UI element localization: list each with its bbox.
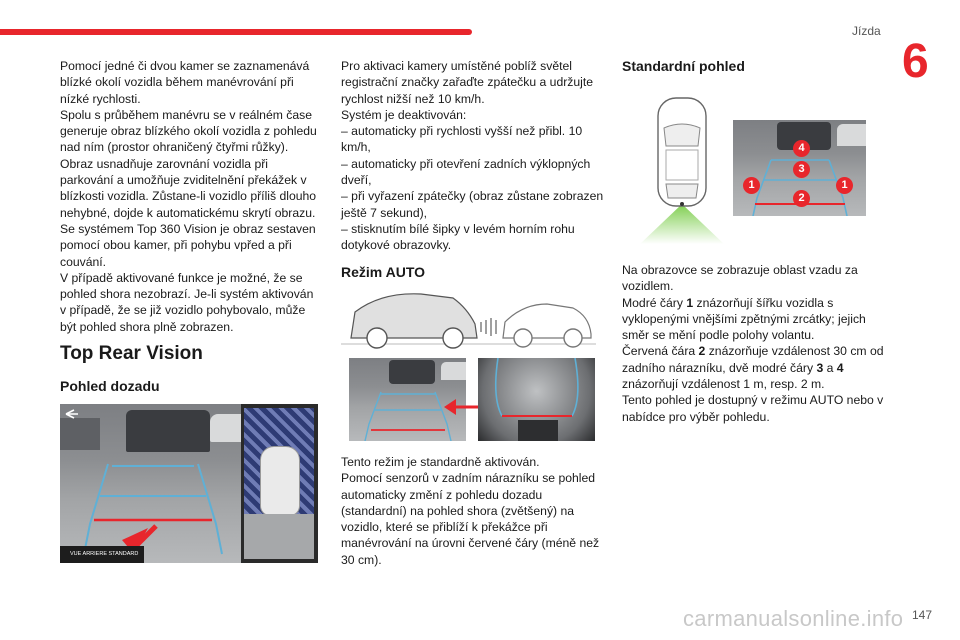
- parked-car: [441, 362, 466, 380]
- guide-lines: [65, 409, 223, 555]
- auto-mode-car-illustration: [341, 293, 596, 349]
- marker-1-left: 1: [743, 177, 760, 194]
- top-view-panel: [244, 408, 314, 559]
- top-accent-bar: [0, 29, 472, 35]
- parked-car: [389, 360, 435, 384]
- back-arrow-icon: [65, 409, 78, 419]
- view-mode-label: VUE ARRIERE STANDARD: [60, 546, 144, 563]
- column-2: Pro aktivaci kamery umístěné poblíž svět…: [341, 58, 609, 254]
- car-top-icon: [260, 446, 300, 516]
- rear-ground-area: [244, 514, 314, 559]
- rear-view-screen-image: VUE ARRIERE STANDARD: [60, 404, 318, 563]
- parked-car: [210, 414, 241, 442]
- guide-lines: [364, 391, 452, 441]
- paragraph: Pro aktivaci kamery umístěné poblíž svět…: [341, 59, 594, 106]
- car-top-view-illustration: [640, 97, 724, 244]
- marker-3: 3: [793, 161, 810, 178]
- paragraph: Tento pohled je dostupný v režimu AUTO n…: [622, 393, 884, 424]
- guide-lines: [494, 358, 579, 441]
- paragraph: Se systémem Top 360 Vision je obraz sest…: [60, 221, 316, 269]
- list-item: – automaticky při otevření zadních výklo…: [341, 156, 591, 188]
- paragraph: Pomocí senzorů v zadním nárazníku se poh…: [341, 471, 600, 567]
- paragraph: Červená čára 2 znázorňuje vzdálenost 30 …: [622, 344, 884, 392]
- camera-view: [60, 404, 241, 563]
- paragraph: Spolu s průběhem manévru se v reálném ča…: [60, 107, 317, 155]
- list-item: – při vyřazení zpátečky (obraz zůstane z…: [341, 189, 604, 220]
- paragraph: Tento režim je standardně aktivován.: [341, 455, 540, 469]
- parked-car: [126, 410, 210, 452]
- standard-view-image: 4 3 1 1 2: [733, 120, 866, 216]
- standard-view-text: Na obrazovce se zobrazuje oblast vzadu z…: [622, 262, 884, 425]
- column-1: Pomocí jedné či dvou kamer se zaznamenáv…: [60, 58, 322, 335]
- auto-mode-text: Tento režim je standardně aktivován. Pom…: [341, 454, 609, 568]
- zoomed-view-image: [478, 358, 595, 441]
- chapter-number: 6: [902, 35, 929, 88]
- list-item: – automaticky při rychlosti vyšší než př…: [341, 124, 583, 155]
- paragraph: Modré čáry 1 znázorňují šířku vozidla s …: [622, 295, 866, 343]
- subsection-heading: Režim AUTO: [341, 264, 426, 280]
- paragraph: Pomocí jedné či dvou kamer se zaznamenáv…: [60, 59, 310, 106]
- parked-car: [60, 418, 100, 450]
- section-title: Jízda: [852, 24, 881, 38]
- subsection-heading: Pohled dozadu: [60, 378, 160, 394]
- section-heading: Top Rear Vision: [60, 343, 203, 364]
- standard-view-image: [349, 358, 466, 441]
- watermark: carmanualsonline.info: [683, 606, 904, 631]
- marker-2: 2: [793, 190, 810, 207]
- subsection-heading: Standardní pohled: [622, 58, 745, 74]
- paragraph: V případě aktivované funkce je možné, že…: [60, 270, 314, 334]
- paragraph: Na obrazovce se zobrazuje oblast vzadu z…: [622, 263, 858, 294]
- marker-4: 4: [793, 140, 810, 157]
- parked-car: [837, 124, 866, 146]
- paragraph: Systém je deaktivován:: [341, 107, 467, 122]
- paragraph: Obraz usnadňuje zarovnání vozidla při pa…: [60, 156, 317, 220]
- marker-1-right: 1: [836, 177, 853, 194]
- list-item: – stisknutím bílé šipky v levém horním r…: [341, 221, 575, 253]
- page-number: 147: [912, 608, 933, 622]
